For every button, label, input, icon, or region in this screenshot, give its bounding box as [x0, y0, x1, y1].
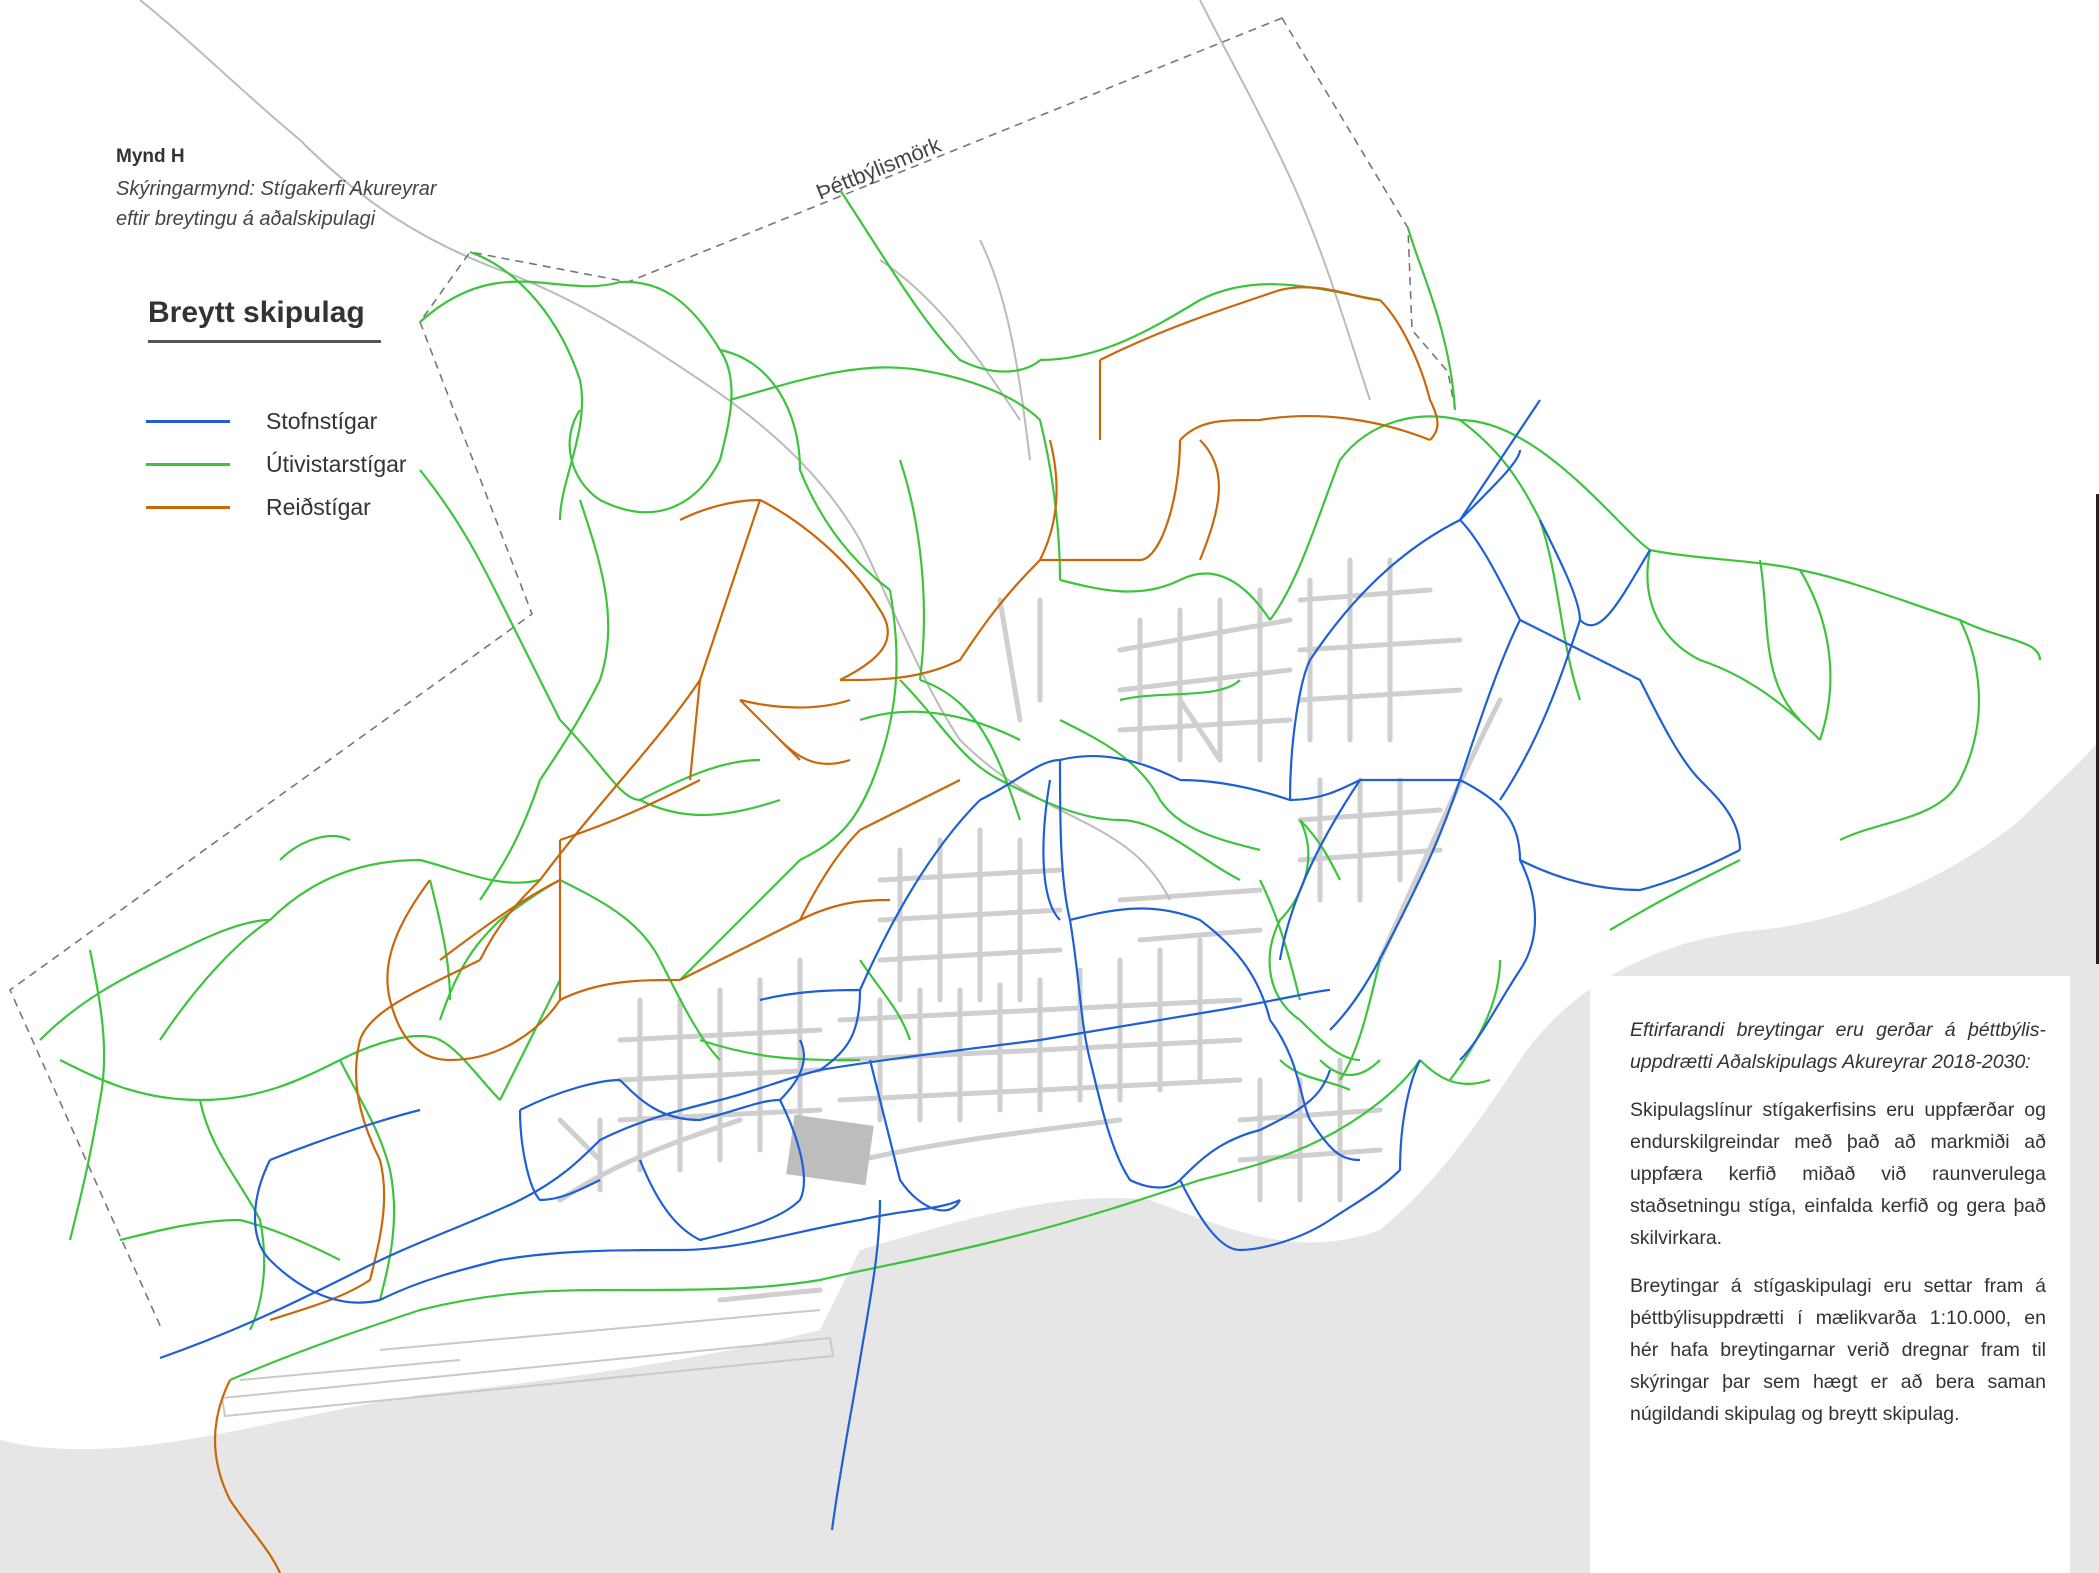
legend-swatch-bridle — [146, 506, 230, 509]
legend-title: Breytt skipulag — [148, 296, 381, 343]
legend-item-main: Stofnstígar — [146, 400, 407, 443]
legend-label: Stofnstígar — [266, 408, 378, 434]
legend-swatch-main — [146, 420, 230, 423]
figure-number: Mynd H — [116, 146, 185, 167]
main-paths — [159, 399, 1742, 1531]
street-network — [557, 557, 1503, 1303]
recreational-paths — [39, 189, 2042, 1382]
note-paragraph-1: Skipulagslínur stígakerfisins eru uppfær… — [1630, 1099, 2046, 1249]
legend-label: Útivistarstígar — [266, 451, 407, 477]
legend-item-bridle: Reiðstígar — [146, 486, 407, 529]
bridle-paths — [213, 286, 1439, 1573]
dense-block — [786, 1114, 874, 1186]
figure-heading: Mynd H Skýringarmynd: Stígakerfi Akureyr… — [116, 146, 536, 234]
explanatory-note: Eftirfarandi breytingar eru gerðar á þét… — [1590, 976, 2070, 1573]
note-lead: Eftirfarandi breytingar eru gerðar á þét… — [1630, 1019, 2046, 1073]
figure-caption: Skýringarmynd: Stígakerfi Akureyrar efti… — [116, 174, 536, 234]
legend-label: Reiðstígar — [266, 494, 371, 520]
figure-caption-line1: Skýringarmynd: Stígakerfi Akureyrar — [116, 178, 437, 200]
fjord-water — [0, 1330, 820, 1573]
airport-runway — [220, 1309, 835, 1418]
legend-swatch-recreational — [146, 463, 230, 466]
legend-item-recreational: Útivistarstígar — [146, 443, 407, 486]
note-paragraph-2: Breytingar á stígaskipulagi eru settar f… — [1630, 1275, 2046, 1425]
legend: Stofnstígar Útivistarstígar Reiðstígar — [146, 400, 407, 529]
figure-caption-line2: eftir breytingu á aðalskipulagi — [116, 208, 376, 230]
edge-bar — [2096, 494, 2099, 964]
boundary-label: Þéttbýlismörk — [813, 132, 946, 205]
